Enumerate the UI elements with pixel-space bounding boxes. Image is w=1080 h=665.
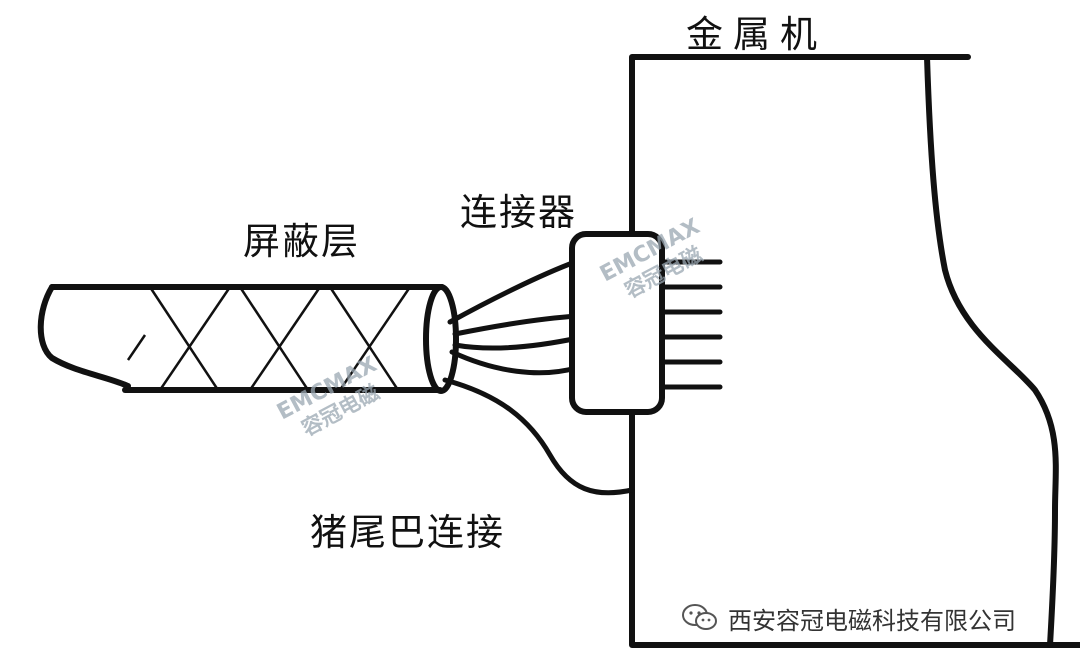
metal-chassis [629, 54, 1080, 648]
connector-body [569, 231, 665, 415]
cable-left-end [37, 284, 131, 389]
chassis-outline [629, 54, 971, 236]
connector-label: 连接器 [460, 191, 577, 234]
metal-chassis-label: 金属机 [686, 13, 827, 56]
company-name: 西安容冠电磁科技有限公司 [728, 606, 1016, 635]
pigtail-connection-label: 猪尾巴连接 [310, 511, 505, 554]
shield-layer-label: 屏蔽层 [243, 220, 360, 263]
chassis-inner-wall [924, 54, 1059, 648]
cable-conductors [447, 259, 581, 376]
shield-braid [126, 286, 412, 391]
shielded-cable [37, 284, 459, 394]
wechat-icon [682, 604, 717, 630]
connector-pins [659, 259, 723, 390]
pigtail-wire [442, 377, 635, 496]
cable-opening [423, 284, 459, 394]
footer-source: 西安容冠电磁科技有限公司 [680, 600, 1016, 636]
